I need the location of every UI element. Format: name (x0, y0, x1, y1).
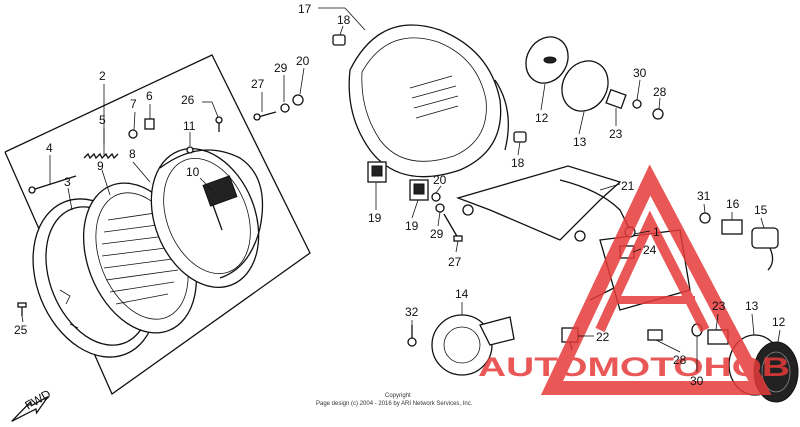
fwd-arrow: FWD (11, 387, 53, 422)
callout-26: 26 (181, 93, 195, 107)
callout-28-top: 28 (653, 85, 667, 99)
callout-22: 22 (596, 330, 610, 344)
callout-31: 31 (697, 189, 711, 203)
nut-28-bottom (647, 329, 663, 341)
callout-23-top: 23 (609, 127, 623, 141)
callout-4: 4 (46, 141, 53, 155)
callout-7: 7 (130, 97, 137, 111)
screw-26 (215, 116, 223, 132)
callout-9: 9 (97, 159, 104, 173)
collar-20-lower (431, 192, 441, 202)
callout-20-lower: 20 (433, 173, 447, 187)
copyright-line1: Copyright (385, 393, 411, 399)
callout-25: 25 (14, 323, 28, 337)
bolt-32 (407, 325, 417, 347)
callout-12-bottom: 12 (772, 315, 786, 329)
callout-29-lower: 29 (430, 227, 444, 241)
callout-numbers: 17 18 2 7 6 5 4 3 9 8 26 11 10 27 29 20 … (14, 2, 786, 388)
leader-lines (21, 7, 781, 372)
washer-29-lower (435, 203, 445, 213)
callout-16: 16 (726, 197, 740, 211)
callout-13-bottom: 13 (745, 299, 759, 313)
grommet-19-left (367, 161, 387, 183)
callout-20: 20 (296, 54, 310, 68)
callout-18-mid: 18 (511, 156, 525, 170)
headlight-case (348, 24, 509, 178)
copyright-notice: Copyright Page design (c) 2004 - 2016 by… (316, 393, 473, 407)
callout-15: 15 (754, 203, 768, 217)
horn-diaphragm-13-top (561, 60, 609, 112)
horn-cover-12-top (525, 36, 569, 84)
grommet-19-right (409, 179, 429, 201)
callout-3: 3 (64, 175, 71, 189)
callout-19-left: 19 (368, 211, 382, 225)
callout-29: 29 (274, 61, 288, 75)
bolt-27-lower (443, 213, 463, 242)
callout-27-lower: 27 (448, 255, 462, 269)
grommet-31 (699, 212, 711, 224)
callout-19-right: 19 (405, 219, 419, 233)
screw-25 (17, 302, 27, 316)
collar-18-mid (513, 131, 527, 143)
callout-13-top: 13 (573, 135, 587, 149)
callout-27: 27 (251, 77, 265, 91)
watermark-text: AUTOMOTOHOB (478, 352, 790, 382)
callout-30-bottom: 30 (690, 374, 704, 388)
callout-28-bottom: 28 (673, 353, 687, 367)
callout-8: 8 (129, 147, 136, 161)
callout-5: 5 (99, 113, 106, 127)
copyright-line2: Page design (c) 2004 - 2016 by ARI Netwo… (316, 401, 473, 407)
adjusting-screw (28, 175, 77, 194)
callout-30-top: 30 (633, 66, 647, 80)
callout-32: 32 (405, 305, 419, 319)
horn (431, 314, 515, 376)
watermark: AUTOMOTOHOB (478, 164, 790, 395)
bolt-27-top (253, 111, 277, 121)
washer-30-top (632, 99, 642, 109)
washer-29-top (280, 103, 290, 113)
callout-17: 17 (298, 2, 312, 16)
headlight-bracket (455, 165, 651, 301)
clamp-16 (721, 219, 743, 235)
callout-2: 2 (99, 69, 106, 83)
connector-15 (751, 227, 779, 271)
callout-24: 24 (643, 243, 657, 257)
watermark-triangle-logo (540, 164, 772, 395)
collar-18-top (332, 34, 346, 46)
callout-14: 14 (455, 287, 469, 301)
callout-1: 1 (653, 225, 660, 239)
callout-18: 18 (337, 13, 351, 27)
nut-28-top (652, 108, 664, 120)
bolt-23-top (605, 88, 627, 110)
callout-12-top: 12 (535, 111, 549, 125)
collar-20-top (292, 94, 304, 106)
callout-10: 10 (186, 165, 200, 179)
callout-6: 6 (146, 89, 153, 103)
headlight-unit (150, 148, 260, 288)
headlight-mounting-ring (159, 146, 264, 279)
adjusting-spring (83, 152, 119, 160)
callout-23-bottom: 23 (712, 299, 726, 313)
callout-11: 11 (183, 119, 196, 133)
adjusting-nut (128, 118, 155, 139)
callout-21: 21 (621, 179, 635, 193)
